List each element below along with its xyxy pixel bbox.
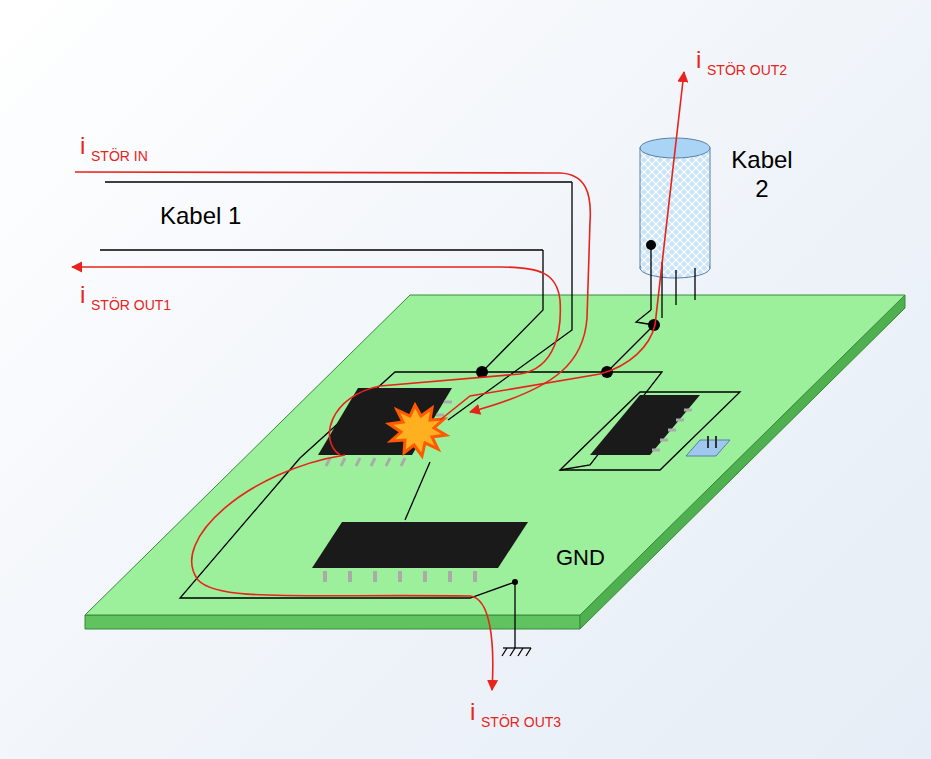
ground-symbol <box>502 582 531 656</box>
current-symbol: i <box>80 283 85 307</box>
cable-wire <box>100 249 543 250</box>
trace <box>300 372 662 470</box>
trace <box>607 325 654 372</box>
component <box>686 436 730 456</box>
ic-chip <box>312 522 528 582</box>
cable-wire <box>105 181 572 182</box>
pcb-board <box>85 295 905 615</box>
current-subscript: STÖR OUT2 <box>707 63 787 77</box>
board-edge <box>85 615 580 629</box>
current-subscript: STÖR OUT1 <box>91 298 171 312</box>
interference-current <box>72 72 684 690</box>
trace <box>482 250 543 372</box>
cable-label: Kabel 1 <box>160 204 241 228</box>
ic-chip <box>590 395 700 455</box>
ground-label: GND <box>556 547 605 569</box>
current-subscript: STÖR IN <box>91 149 148 163</box>
cable-label: Kabel 2 <box>722 146 802 204</box>
fault-burst <box>389 405 446 456</box>
current-subscript: STÖR OUT3 <box>481 715 561 729</box>
trace <box>405 462 430 520</box>
trace <box>448 182 572 420</box>
current-symbol: i <box>80 134 85 158</box>
trace <box>560 392 740 470</box>
current-symbol: i <box>470 700 475 724</box>
current-symbol: i <box>696 48 701 72</box>
